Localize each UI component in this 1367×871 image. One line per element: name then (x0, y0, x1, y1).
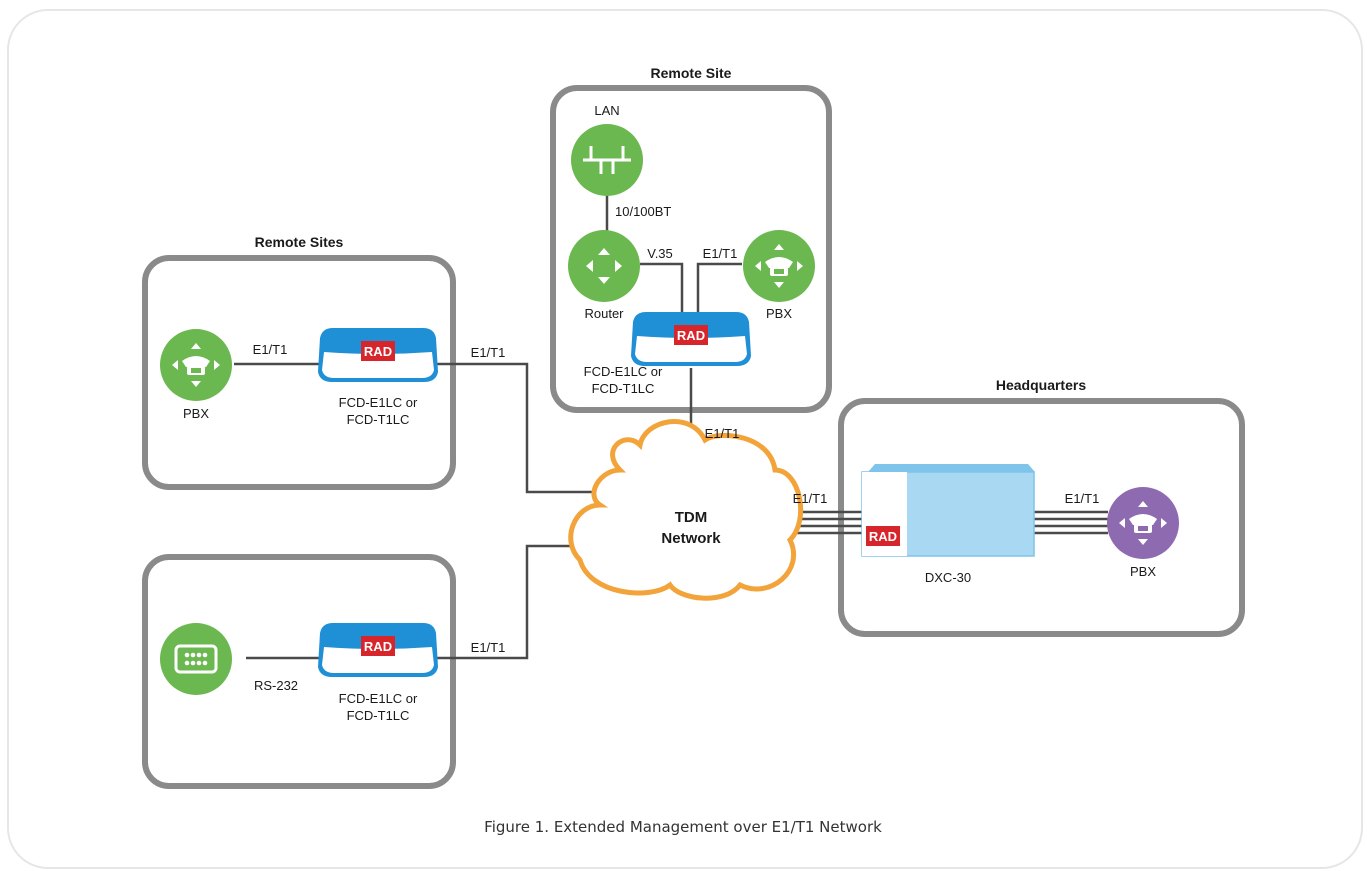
pbx-icon (1119, 501, 1167, 545)
rad-logo: RAD (364, 639, 392, 654)
fcd-device-bottom-left: RAD (318, 623, 438, 677)
link-label-e1t1-out-top: E1/T1 (471, 345, 506, 360)
link-label-v35: V.35 (647, 246, 673, 261)
link-label-e1t1-hq-in: E1/T1 (793, 491, 828, 506)
pbx-top-label: PBX (766, 306, 792, 321)
pbx-hq-label: PBX (1130, 564, 1156, 579)
cloud-label-line1: TDM (675, 509, 708, 526)
router-node (568, 230, 640, 302)
pbx-hq-node (1107, 487, 1179, 559)
fcd-device-top-left: RAD (318, 328, 438, 382)
rs232-node (160, 623, 232, 695)
lan-node (571, 124, 643, 196)
link-label-10-100bt: 10/100BT (615, 204, 671, 219)
remote-sites-container-top (142, 255, 456, 490)
fcd-top-line2: FCD-T1LC (592, 381, 655, 396)
figure-caption: Figure 1. Extended Management over E1/T1… (484, 818, 882, 836)
link-label-e1t1-out-bottom: E1/T1 (471, 640, 506, 655)
router-label: Router (584, 306, 624, 321)
link-label-e1t1-hq-pbx: E1/T1 (1065, 491, 1100, 506)
fcd-top-left-line2: FCD-T1LC (347, 412, 410, 427)
connection-lines (234, 193, 1108, 660)
dxc-30-device: RAD (861, 464, 1035, 557)
cloud-label-line2: Network (661, 530, 721, 547)
pbx-top-node (743, 230, 815, 302)
remote-sites-container-bottom (142, 554, 456, 789)
page-frame (7, 9, 1363, 869)
lan-label: LAN (594, 103, 619, 118)
remote-sites-title: Remote Sites (255, 234, 344, 250)
link-label-e1t1-pbx-top: E1/T1 (703, 246, 738, 261)
link-label-rs232: RS-232 (254, 678, 298, 693)
serial-port-icon (174, 644, 218, 674)
tdm-network-cloud: TDM Network (568, 419, 804, 601)
pbx-left-label: PBX (183, 406, 209, 421)
link-label-e1t1-left-top: E1/T1 (253, 342, 288, 357)
lan-icon (583, 146, 631, 174)
rad-logo: RAD (364, 344, 392, 359)
link-label-e1t1-cloud-top: E1/T1 (705, 426, 740, 441)
rad-logo: RAD (677, 328, 705, 343)
dxc-30-label: DXC-30 (925, 570, 971, 585)
remote-site-title: Remote Site (651, 65, 732, 81)
headquarters-title: Headquarters (996, 377, 1086, 393)
fcd-top-left-line1: FCD-E1LC or (339, 395, 418, 410)
fcd-top-line1: FCD-E1LC or (584, 364, 663, 379)
headquarters-container (838, 398, 1245, 637)
fcd-bottom-left-line1: FCD-E1LC or (339, 691, 418, 706)
fcd-device-top: RAD (631, 312, 751, 366)
fcd-bottom-left-line2: FCD-T1LC (347, 708, 410, 723)
rad-logo: RAD (869, 529, 897, 544)
pbx-left-node (160, 329, 232, 401)
